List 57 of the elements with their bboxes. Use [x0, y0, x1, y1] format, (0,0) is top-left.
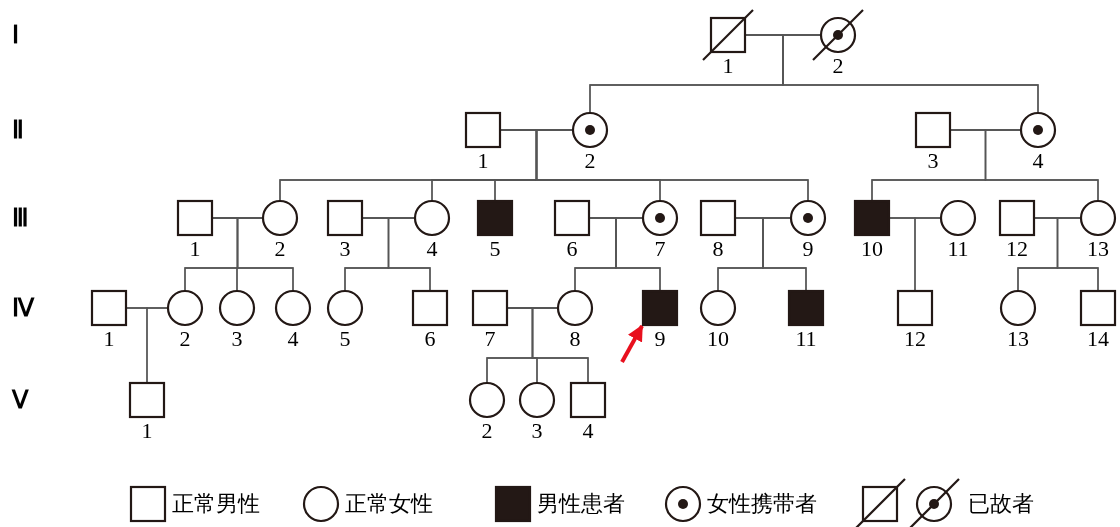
legend-text: 正常女性	[345, 491, 433, 517]
individual-number: 7	[654, 238, 666, 260]
individual-number: 5	[339, 328, 351, 350]
individual-number: 1	[722, 55, 734, 77]
individual-number: 3	[339, 238, 351, 260]
individual-number: 2	[481, 420, 493, 442]
proband-arrow	[620, 324, 644, 363]
legend-text: 男性患者	[537, 491, 625, 517]
individual-number: 9	[654, 328, 666, 350]
individual-number: 7	[484, 328, 496, 350]
generation-label: Ⅴ	[12, 388, 28, 412]
individual-number: 13	[1087, 238, 1109, 260]
generation-label: Ⅲ	[12, 206, 29, 230]
individual-number: 12	[1006, 238, 1028, 260]
descent-line	[236, 217, 294, 291]
individual-number: 2	[179, 328, 191, 350]
individual-number: 3	[531, 420, 543, 442]
individual-number: 8	[712, 238, 724, 260]
legend-text: 已故者	[968, 491, 1034, 517]
individual-number: 6	[566, 238, 578, 260]
individual-number: 2	[274, 238, 286, 260]
individual-number: 1	[477, 150, 489, 172]
descent-line	[531, 307, 589, 383]
individual-number: 1	[141, 420, 153, 442]
individual-number: 9	[802, 238, 814, 260]
individual-number: 1	[103, 328, 115, 350]
individual-number: 3	[927, 150, 939, 172]
descent-line	[914, 217, 941, 291]
individual-number: 11	[947, 238, 969, 260]
descent-line	[387, 217, 431, 291]
individual-number: 12	[904, 328, 926, 350]
generation-label: Ⅰ	[12, 23, 19, 47]
generation-label: Ⅱ	[12, 118, 24, 142]
individual-number: 4	[582, 420, 594, 442]
individual-number: 11	[795, 328, 817, 350]
descent-line	[615, 217, 661, 291]
descent-line	[762, 217, 807, 291]
individual-number: 2	[832, 55, 844, 77]
individual-number: 4	[1032, 150, 1044, 172]
individual-number: 2	[584, 150, 596, 172]
individual-number: 6	[424, 328, 436, 350]
descent-line	[984, 129, 1099, 201]
descent-line	[1056, 217, 1099, 291]
individual-number: 13	[1007, 328, 1029, 350]
individual-number: 14	[1087, 328, 1109, 350]
individual-number: 8	[569, 328, 581, 350]
descent-line	[146, 307, 168, 383]
generation-label: Ⅳ	[12, 296, 34, 320]
individual-number: 5	[489, 238, 501, 260]
individual-number: 4	[287, 328, 299, 350]
individual-number: 1	[189, 238, 201, 260]
individual-number: 3	[231, 328, 243, 350]
legend-text: 女性携带者	[707, 491, 817, 517]
individual-number: 4	[426, 238, 438, 260]
individual-number: 10	[707, 328, 729, 350]
legend-text: 正常男性	[172, 491, 260, 517]
individual-number: 10	[861, 238, 883, 260]
